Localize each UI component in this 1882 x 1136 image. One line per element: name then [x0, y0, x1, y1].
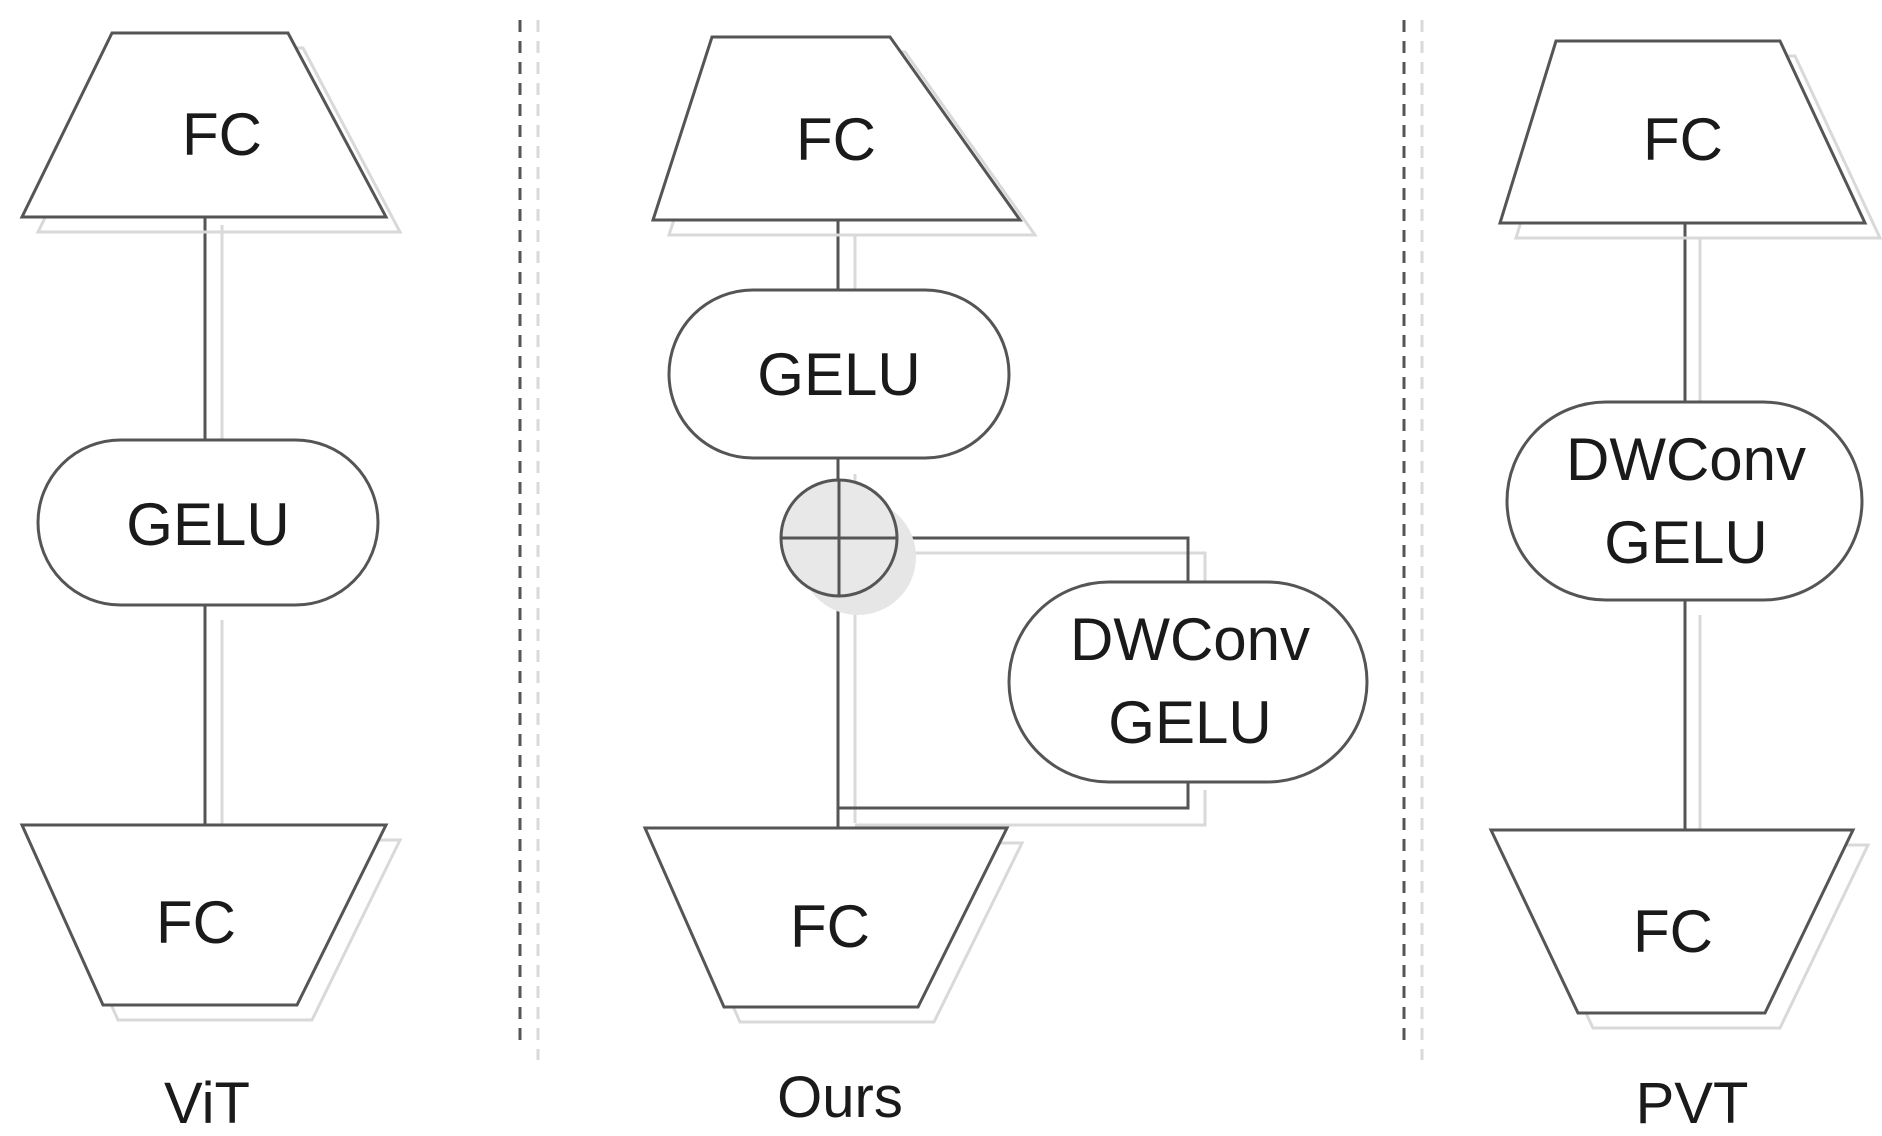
ours-top-fc — [650, 35, 1023, 222]
pvt-column: FC DWConv GELU FC PVT — [1488, 39, 1882, 1136]
ours-branch-gelu-label: GELU — [1108, 689, 1271, 756]
pvt-caption: PVT — [1636, 1071, 1749, 1136]
vit-bottom-fc — [19, 823, 389, 1007]
ours-dwconv-gelu-box — [1007, 580, 1369, 784]
vit-gelu-box — [36, 438, 380, 607]
pvt-dwconv-label: DWConv — [1566, 426, 1806, 493]
pvt-bottom-fc-label: FC — [1633, 898, 1713, 965]
ours-dwconv-label: DWConv — [1070, 606, 1310, 673]
pvt-bottom-fc — [1488, 828, 1856, 1015]
ours-bottom-fc-label: FC — [790, 893, 870, 960]
pvt-gelu-label: GELU — [1604, 509, 1767, 576]
vit-gelu-label: GELU — [126, 491, 289, 558]
ours-gelu-label: GELU — [757, 341, 920, 408]
ours-column: FC GELU DWConv GELU FC Ours — [642, 35, 1369, 1130]
vit-caption: ViT — [164, 1071, 250, 1136]
ours-bottom-fc — [642, 826, 1010, 1009]
pvt-dwconv-gelu-box — [1505, 400, 1864, 602]
vit-top-fc-label: FC — [182, 101, 262, 168]
ours-gelu-box — [667, 288, 1011, 460]
vit-top-fc — [19, 31, 389, 219]
pvt-top-fc-label: FC — [1643, 106, 1723, 173]
vit-bottom-fc-label: FC — [156, 889, 236, 956]
vit-column: FC GELU FC ViT — [19, 31, 403, 1136]
ours-top-fc-label: FC — [796, 106, 876, 173]
pvt-top-fc — [1497, 39, 1868, 225]
ours-caption: Ours — [777, 1065, 903, 1130]
